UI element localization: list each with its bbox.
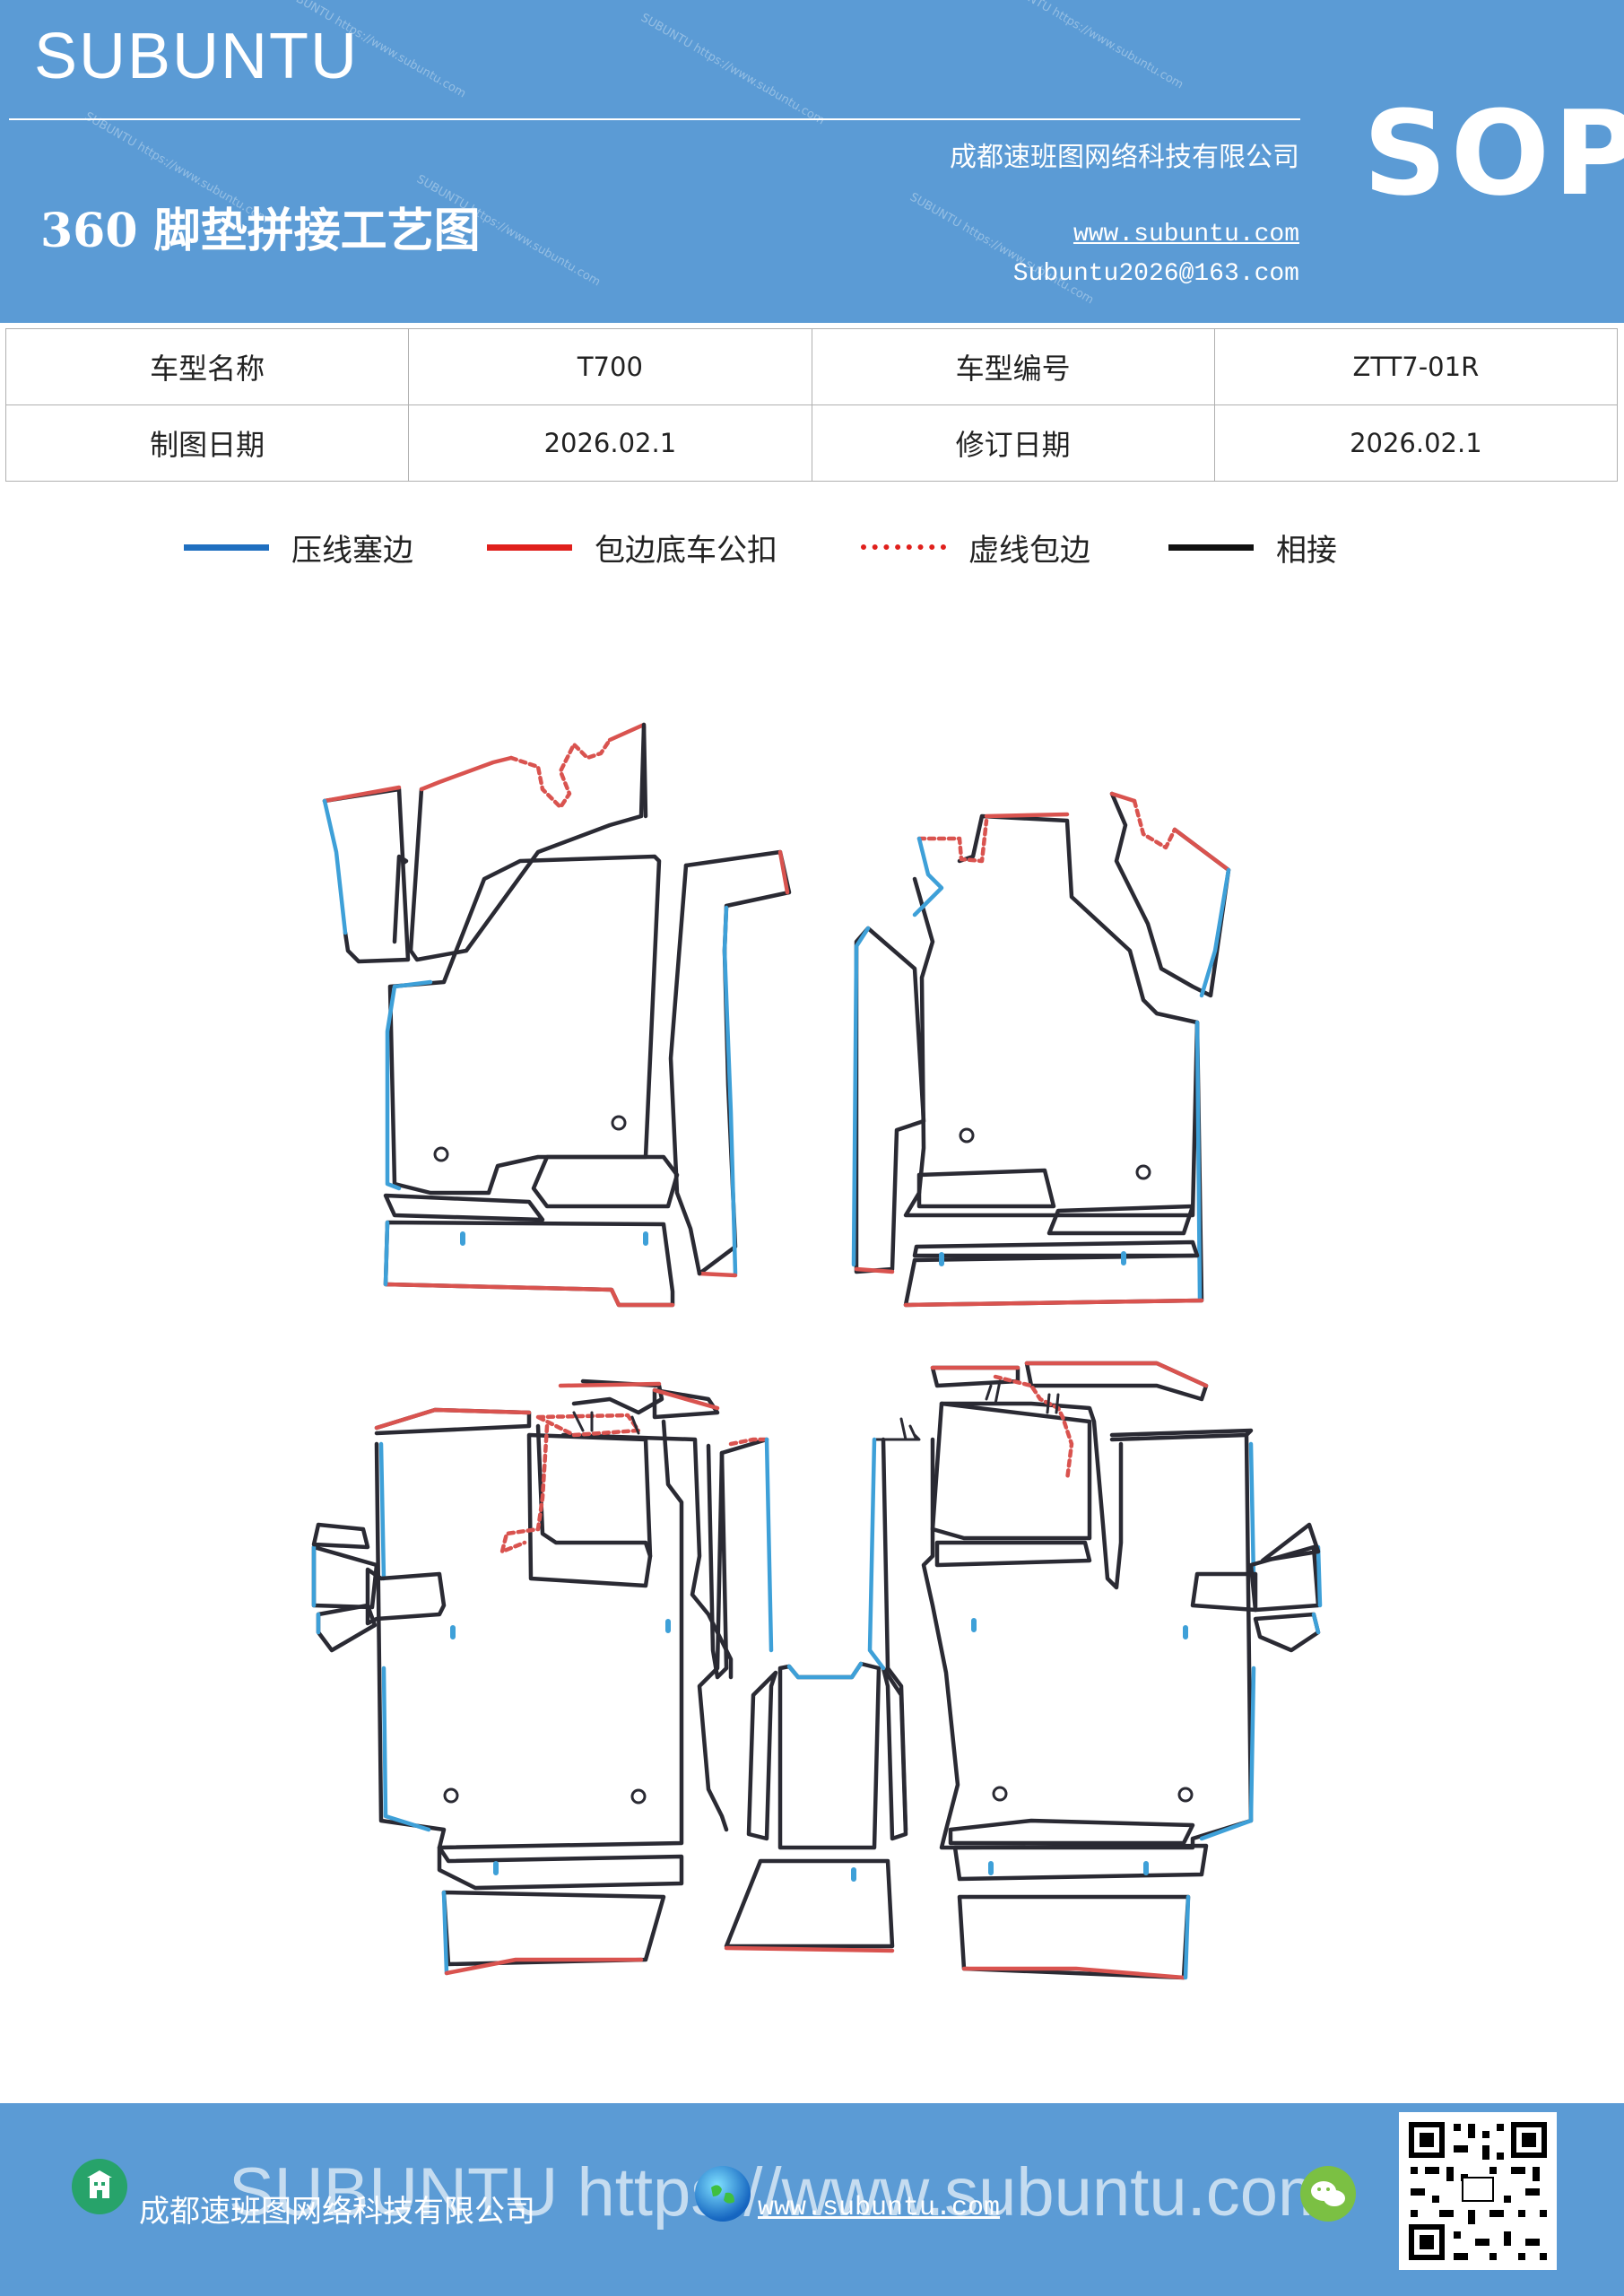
globe-icon <box>695 2166 751 2222</box>
legend-swatch <box>487 544 572 551</box>
draw-date-label: 制图日期 <box>4 404 410 482</box>
rear-right-mat <box>867 1361 1323 1980</box>
email-address: Subuntu2026@163.com <box>1012 260 1299 288</box>
watermark-text: SUBUNTU https://www.subuntu.com <box>638 11 828 128</box>
header-banner: SUBUNTU https://www.subuntu.com SUBUNTU … <box>0 0 1624 323</box>
info-table: 车型名称 T700 车型编号 ZTT7-01R 制图日期 2026.02.1 修… <box>4 328 1619 482</box>
sop-badge: SOP <box>1363 85 1624 222</box>
header-divider <box>9 118 1300 120</box>
model-code-label: 车型编号 <box>811 328 1215 405</box>
website-link[interactable]: www.subuntu.com <box>1073 221 1299 248</box>
legend: 压线塞边 包边底车公扣 虚线包边 相接 <box>0 525 1624 570</box>
brand-name: SUBUNTU <box>34 21 360 92</box>
table-row: 车型名称 T700 车型编号 ZTT7-01R <box>4 328 1619 405</box>
front-right-mat <box>851 791 1231 1308</box>
legend-swatch <box>1168 544 1254 551</box>
legend-label: 虚线包边 <box>968 532 1090 569</box>
footer-website-link[interactable]: www.subuntu.com <box>758 2193 1001 2223</box>
page-title: 360 脚垫拼接工艺图 <box>40 204 481 258</box>
legend-label: 压线塞边 <box>291 532 413 569</box>
model-code-value: ZTT7-01R <box>1213 328 1619 405</box>
revise-date-label: 修订日期 <box>811 404 1215 482</box>
legend-item: 压线塞边 <box>184 525 413 570</box>
floor-mat-diagram <box>311 722 1323 1980</box>
model-name-label: 车型名称 <box>4 328 410 405</box>
watermark-text: SUBUNTU https://www.subuntu.com <box>907 190 1097 308</box>
legend-item: 相接 <box>1168 525 1337 570</box>
legend-label: 相接 <box>1276 532 1337 569</box>
qr-code <box>1399 2112 1557 2270</box>
legend-label: 包边底车公扣 <box>595 532 777 569</box>
footer-company-name: 成都速班图网络科技有限公司 <box>139 2194 535 2230</box>
legend-swatch <box>184 544 269 551</box>
legend-item: 虚线包边 <box>861 525 1090 570</box>
wechat-icon <box>1300 2166 1356 2222</box>
building-icon <box>72 2159 127 2214</box>
model-name-value: T700 <box>408 328 812 405</box>
draw-date-value: 2026.02.1 <box>408 404 812 482</box>
rear-left-mat <box>311 1378 774 1976</box>
center-tunnel-mat <box>724 1661 908 1953</box>
company-name: 成都速班图网络科技有限公司 <box>950 142 1299 173</box>
table-row: 制图日期 2026.02.1 修订日期 2026.02.1 <box>4 404 1619 482</box>
front-left-mat <box>322 722 792 1308</box>
revise-date-value: 2026.02.1 <box>1213 404 1619 482</box>
watermark-text: SUBUNTU https://www.subuntu.com <box>996 0 1186 92</box>
footer-banner: SUBUNTU https://www.subuntu.com 成都速班图网络科… <box>0 2103 1624 2296</box>
legend-swatch <box>861 544 946 550</box>
footer-watermark: SUBUNTU https://www.subuntu.com <box>229 2154 1335 2231</box>
legend-item: 包边底车公扣 <box>487 525 777 570</box>
